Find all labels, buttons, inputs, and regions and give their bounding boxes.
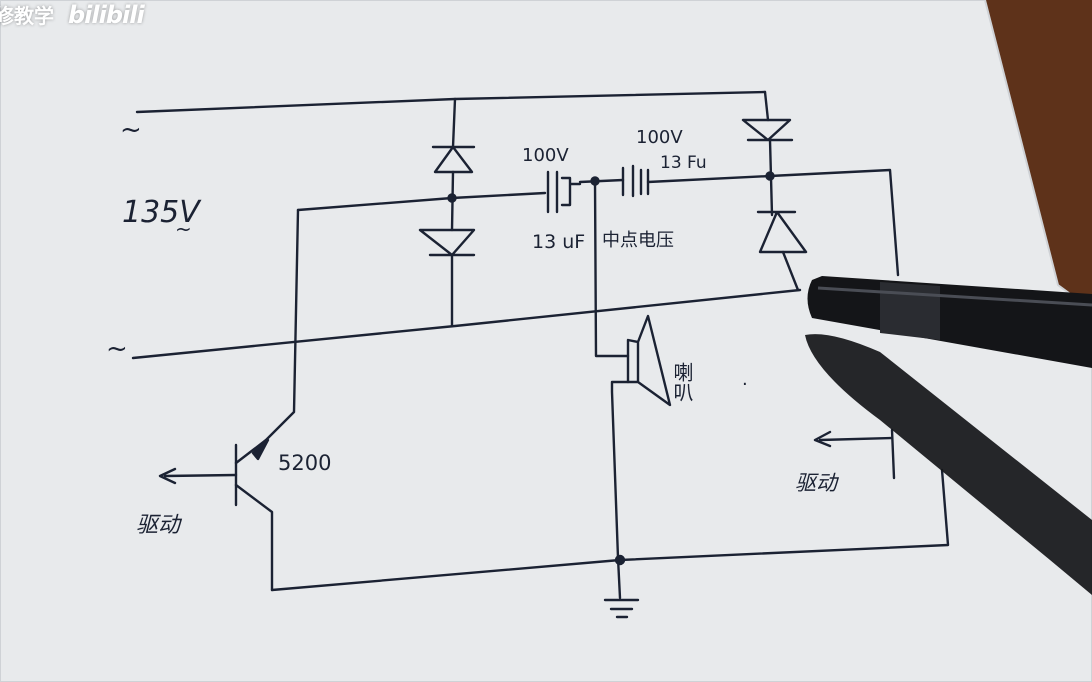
bilibili-logo: bilibili: [68, 1, 145, 29]
bottom-ac-rail: [131, 288, 802, 360]
cap2-voltage-label: 100V: [636, 127, 683, 148]
right-drive-label: 驱动: [795, 471, 840, 495]
ac-bottom-label: ~: [106, 334, 128, 364]
ground-symbol: [603, 598, 640, 619]
bilibili-watermark: 修教学 bilibili: [0, 0, 145, 30]
speaker-dot: .: [742, 369, 748, 390]
circuit-drawing: [131, 90, 950, 619]
midpoint-to-speaker-wire: [593, 179, 630, 358]
voltage-label: 135V: [122, 195, 202, 230]
right-mid-wire: [646, 168, 900, 277]
right-upper-diode: [741, 118, 794, 142]
transistor-label: 5200: [278, 451, 331, 475]
left-drive-label: 驱动: [136, 513, 183, 538]
right-drive-arrow: [813, 430, 894, 448]
ac-top-label: ~: [120, 115, 142, 145]
bottom-return-rail: [270, 468, 950, 592]
handwritten-labels: ~ ~ 135V ~ 100V 13 uF 100V 13 Fu 中点电压 喇叭…: [106, 115, 840, 538]
pen: [805, 276, 1092, 595]
left-upper-diode: [431, 145, 476, 174]
transistor-emitter-leg: [234, 483, 274, 592]
right-lower-diode: [756, 210, 808, 254]
pen-band: [880, 282, 940, 340]
transistor-arrow: [251, 438, 270, 461]
cap2-value-label: 13 Fu: [660, 153, 707, 173]
left-drive-arrow: [158, 467, 238, 485]
capacitor-1: [546, 170, 582, 214]
watermark-text: 修教学: [0, 4, 54, 28]
mid-wire-left: [296, 191, 547, 212]
pen-shadow: [805, 334, 1092, 595]
cap1-voltage-label: 100V: [522, 145, 569, 166]
voltage-tilde: ~: [175, 217, 192, 241]
pen-body: [807, 276, 1092, 368]
cap1-value-label: 13 uF: [532, 231, 585, 253]
pen-highlight: [817, 286, 1092, 307]
right-diode-junction: [765, 171, 775, 181]
midpoint-voltage-label: 中点电压: [602, 230, 674, 251]
capacitor-2: [621, 164, 650, 198]
speaker: [626, 314, 672, 407]
transistor-collector-wire: [264, 208, 300, 442]
transistor-collector-leg: [234, 438, 268, 465]
cap-mid-wire: [578, 178, 625, 184]
left-lower-diode: [418, 228, 476, 257]
speaker-to-ground-wire: [610, 380, 630, 600]
speaker-label: 喇叭: [670, 362, 694, 402]
